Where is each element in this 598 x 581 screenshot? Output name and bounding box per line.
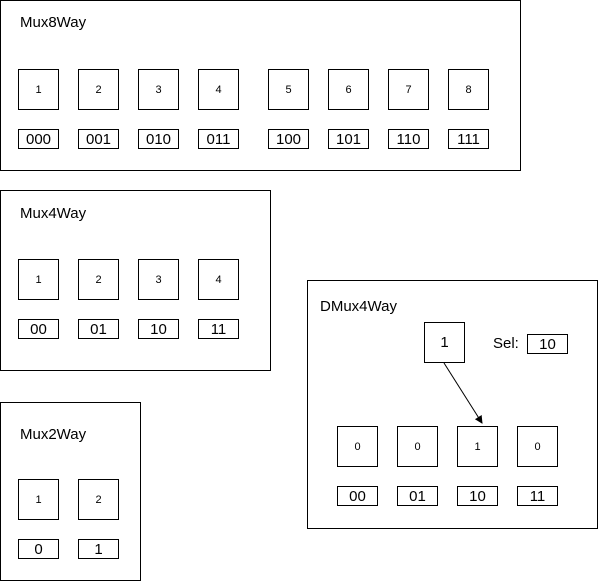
select-code-box: 101 — [328, 129, 369, 149]
select-code-box: 11 — [198, 319, 239, 339]
select-code-box: 001 — [78, 129, 119, 149]
input-box: 8 — [448, 69, 489, 110]
dmux4way-panel: DMux4Way 1 Sel: 10 0 0 1 0 00 01 10 11 — [307, 280, 598, 529]
input-box: 5 — [268, 69, 309, 110]
input-box: 1 — [18, 479, 59, 520]
panel-title: DMux4Way — [320, 298, 397, 315]
input-box: 3 — [138, 259, 179, 300]
select-code-box: 000 — [18, 129, 59, 149]
input-box: 2 — [78, 479, 119, 520]
panel-title: Mux2Way — [20, 426, 87, 443]
panel-title: Mux4Way — [20, 205, 87, 222]
select-code-box: 111 — [448, 129, 489, 149]
select-code-box: 010 — [138, 129, 179, 149]
input-box: 6 — [328, 69, 369, 110]
mux8way-panel: Mux8Way 1 2 3 4 5 6 7 8 000 001 010 011 … — [0, 0, 521, 171]
demux-input-box: 1 — [424, 322, 465, 363]
select-code-box: 11 — [517, 486, 558, 506]
input-box: 2 — [78, 259, 119, 300]
select-code-box: 01 — [397, 486, 438, 506]
select-code-box: 00 — [18, 319, 59, 339]
select-code-box: 10 — [457, 486, 498, 506]
select-code-box: 0 — [18, 539, 59, 559]
select-code-box: 00 — [337, 486, 378, 506]
output-box: 0 — [517, 426, 558, 467]
sel-value-box: 10 — [527, 334, 568, 354]
input-box: 4 — [198, 259, 239, 300]
select-code-box: 100 — [268, 129, 309, 149]
select-code-box: 01 — [78, 319, 119, 339]
output-box: 0 — [397, 426, 438, 467]
mux2way-panel: Mux2Way 1 2 0 1 — [0, 402, 141, 581]
sel-label: Sel: — [493, 335, 519, 352]
input-box: 4 — [198, 69, 239, 110]
output-box: 0 — [337, 426, 378, 467]
input-box: 7 — [388, 69, 429, 110]
select-code-box: 1 — [78, 539, 119, 559]
input-box: 3 — [138, 69, 179, 110]
input-box: 2 — [78, 69, 119, 110]
select-code-box: 110 — [388, 129, 429, 149]
input-box: 1 — [18, 259, 59, 300]
select-code-box: 011 — [198, 129, 239, 149]
select-code-box: 10 — [138, 319, 179, 339]
mux4way-panel: Mux4Way 1 2 3 4 00 01 10 11 — [0, 190, 271, 371]
input-box: 1 — [18, 69, 59, 110]
output-box: 1 — [457, 426, 498, 467]
panel-title: Mux8Way — [20, 14, 87, 31]
